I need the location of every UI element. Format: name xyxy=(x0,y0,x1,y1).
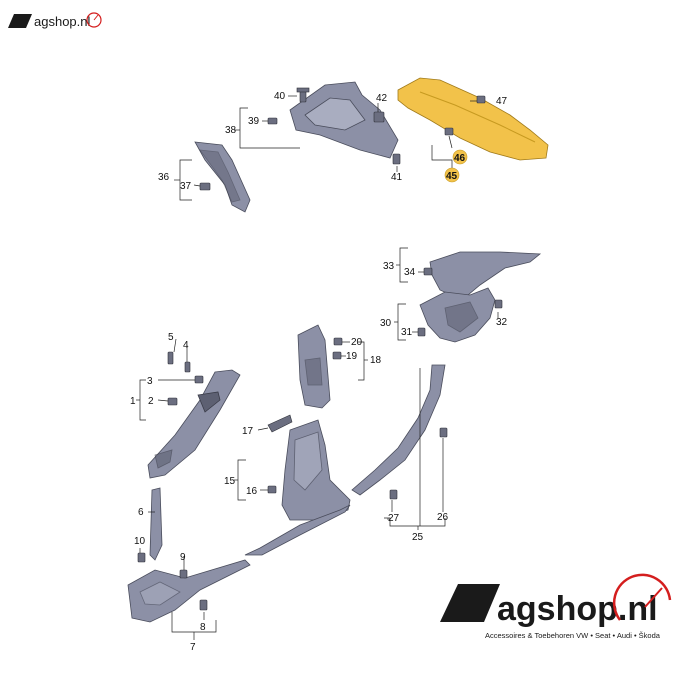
callout-40: 40 xyxy=(274,91,286,102)
callout-27: 27 xyxy=(388,513,400,524)
speedo-icon-small xyxy=(86,12,102,28)
callout-26: 26 xyxy=(437,512,449,523)
callout-16: 16 xyxy=(246,486,258,497)
clip-31[interactable] xyxy=(417,327,426,337)
clip-3[interactable] xyxy=(194,375,204,384)
part-45-highlighted-trim[interactable] xyxy=(397,77,549,161)
part-38-side-trim[interactable] xyxy=(289,81,399,159)
tagline: Accessoires & Toebehoren VW • Seat • Aud… xyxy=(485,631,661,640)
callout-4: 4 xyxy=(183,340,189,351)
callout-31: 31 xyxy=(401,327,413,338)
speedo-icon-big xyxy=(612,573,672,621)
clip-2[interactable] xyxy=(167,397,178,406)
small-logo-text: agshop.nl xyxy=(34,14,90,29)
callout-46-badge xyxy=(452,149,468,165)
callout-8: 8 xyxy=(200,622,206,633)
clip-47[interactable] xyxy=(476,95,486,104)
big-logo-text: agshop.nl xyxy=(497,590,658,628)
clip-19[interactable] xyxy=(332,351,342,360)
callout-45-badge xyxy=(444,167,460,183)
clip-9[interactable] xyxy=(179,569,188,579)
callout-33: 33 xyxy=(383,261,395,272)
callout-46: 46 xyxy=(454,153,466,164)
callout-47: 47 xyxy=(496,96,508,107)
callout-15: 15 xyxy=(224,476,236,487)
clip-34[interactable] xyxy=(423,267,433,276)
part-36-pillar-trim[interactable] xyxy=(194,141,251,213)
clip-39[interactable] xyxy=(267,117,278,125)
clip-26[interactable] xyxy=(439,427,448,438)
screw-40[interactable] xyxy=(296,87,310,103)
callout-38: 38 xyxy=(225,125,237,136)
callout-45: 45 xyxy=(446,171,458,182)
clip-46[interactable] xyxy=(444,127,454,136)
callout-37: 37 xyxy=(180,181,192,192)
clip-17[interactable] xyxy=(267,414,293,433)
callout-19: 19 xyxy=(346,351,358,362)
part-1-a-pillar-trim[interactable] xyxy=(147,369,241,479)
part-7-front-sill[interactable] xyxy=(127,504,351,623)
clip-42[interactable] xyxy=(373,111,385,123)
part-6-a-pillar-lower[interactable] xyxy=(149,487,163,561)
callout-32: 32 xyxy=(496,317,508,328)
screw-4[interactable] xyxy=(184,361,191,373)
callout-18: 18 xyxy=(370,355,382,366)
part-30-quarter-trim[interactable] xyxy=(419,287,496,343)
callout-39: 39 xyxy=(248,116,260,127)
callout-10: 10 xyxy=(134,536,146,547)
callout-5: 5 xyxy=(168,332,174,343)
callout-3: 3 xyxy=(147,376,153,387)
clip-16[interactable] xyxy=(267,485,277,494)
callout-2: 2 xyxy=(148,396,154,407)
part-33-upper-trim[interactable] xyxy=(429,251,542,301)
clip-27[interactable] xyxy=(389,489,398,500)
part-25-sill-trim[interactable] xyxy=(351,364,446,496)
callout-34: 34 xyxy=(404,267,416,278)
callout-9: 9 xyxy=(180,552,186,563)
callout-25: 25 xyxy=(412,532,424,543)
small-logo[interactable]: agshop.nl xyxy=(8,12,102,29)
clip-20[interactable] xyxy=(333,337,343,346)
clip-41[interactable] xyxy=(392,153,401,165)
callout-36: 36 xyxy=(158,172,170,183)
part-18-b-pillar-upper[interactable] xyxy=(297,324,331,409)
part-15-b-pillar-lower[interactable] xyxy=(281,419,351,521)
callout-17: 17 xyxy=(242,426,254,437)
clip-37[interactable] xyxy=(199,182,211,191)
clip-8[interactable] xyxy=(199,599,208,611)
big-logo[interactable]: agshop.nl Accessoires & Toebehoren VW • … xyxy=(440,573,672,640)
clip-10[interactable] xyxy=(137,552,146,563)
callout-1: 1 xyxy=(130,396,136,407)
callout-30: 30 xyxy=(380,318,392,329)
callout-20: 20 xyxy=(351,337,363,348)
callout-labels: 36 37 38 39 40 41 42 47 46 45 33 34 30 3… xyxy=(130,91,508,653)
callout-41: 41 xyxy=(391,172,403,183)
callout-6: 6 xyxy=(138,507,144,518)
screw-5[interactable] xyxy=(167,351,174,365)
callout-42: 42 xyxy=(376,93,388,104)
clip-32[interactable] xyxy=(494,299,503,309)
callout-7: 7 xyxy=(190,642,196,653)
